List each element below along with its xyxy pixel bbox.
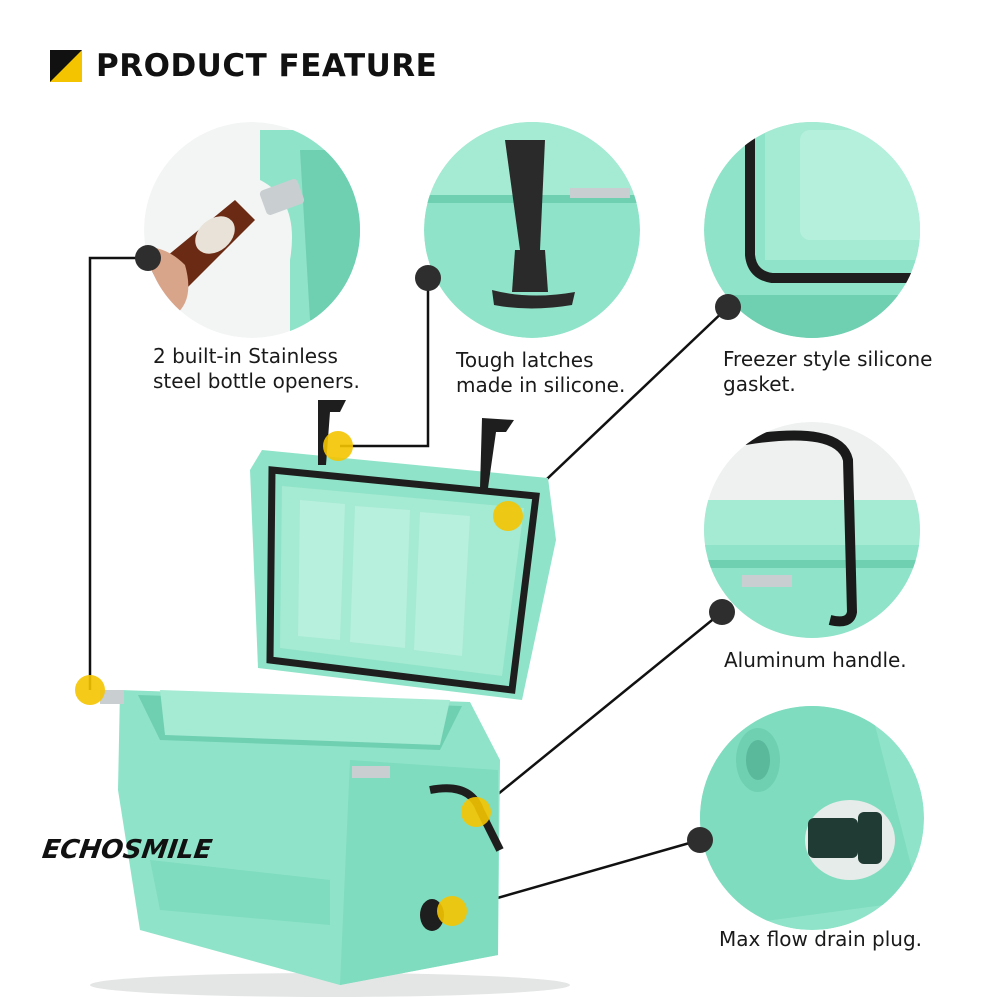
feature-caption-bottle-opener: 2 built-in Stainless steel bottle opener… [153,344,360,394]
brand-logo: ECHOSMILE [40,835,214,865]
marker-dark-gasket [715,294,741,320]
caption-line: steel bottle openers. [153,369,360,393]
feature-caption-gasket: Freezer style silicone gasket. [723,347,932,397]
handle-detail-image [704,422,920,638]
caption-line: Aluminum handle. [724,648,907,672]
marker-yellow-gasket [493,501,523,531]
latch-detail-image [424,122,640,338]
marker-yellow-drain [437,896,467,926]
callout-lines [88,256,729,913]
feature-caption-latches: Tough latches made in silicone. [456,348,625,398]
marker-dark-opener [135,245,161,271]
open-cooler-product: ECHOSMILE [40,400,570,997]
marker-yellow-latch [323,431,353,461]
caption-line: made in silicone. [456,373,626,397]
caption-line: 2 built-in Stainless [153,344,338,368]
section-header: PRODUCT FEATURE [50,48,437,84]
page-title: PRODUCT FEATURE [96,48,438,84]
marker-dark-latch [415,265,441,291]
yellow-black-triangle-icon [50,50,82,82]
marker-dark-drain [687,827,713,853]
callout-markers [75,245,741,926]
marker-yellow-handle [461,797,491,827]
caption-line: Tough latches [456,348,594,372]
marker-yellow-opener [75,675,105,705]
feature-caption-drain-plug: Max flow drain plug. [719,927,922,952]
marker-dark-handle [709,599,735,625]
feature-caption-handle: Aluminum handle. [724,648,907,673]
drain-plug-detail-image [700,706,924,930]
bottle-opener-detail-image [144,122,360,338]
caption-line: Freezer style silicone [723,347,933,371]
caption-line: gasket. [723,372,796,396]
caption-line: Max flow drain plug. [719,927,922,951]
